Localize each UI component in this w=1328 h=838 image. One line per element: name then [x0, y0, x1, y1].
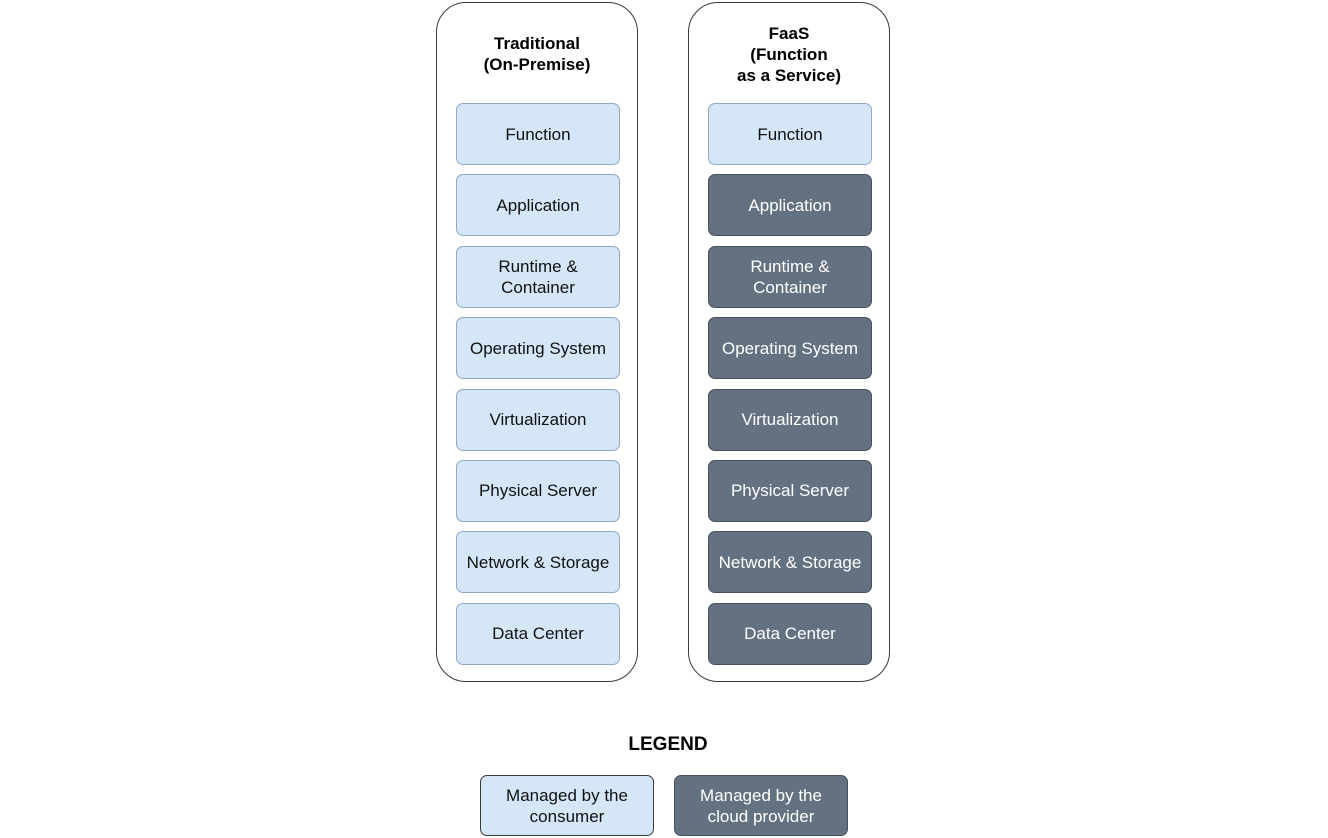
- traditional-layer-network-and-storage: Network & Storage: [456, 531, 620, 594]
- faas-column-title: FaaS (Function as a Service): [737, 24, 841, 85]
- legend-provider-swatch: Managed by the cloud provider: [674, 775, 848, 836]
- faas-layer-physical-server: Physical Server: [708, 459, 872, 522]
- faas-layer-application: Application: [708, 174, 872, 237]
- faas-layer-virtualization: Virtualization: [708, 388, 872, 451]
- traditional-layer-operating-system: Operating System: [456, 317, 620, 380]
- faas-layer-operating-system: Operating System: [708, 317, 872, 380]
- traditional-layer-application: Application: [456, 174, 620, 237]
- faas-layer-function: Function: [708, 103, 872, 165]
- legend-consumer-swatch: Managed by the consumer: [480, 775, 654, 836]
- faas-layer-runtime-and-container: Runtime & Container: [708, 245, 872, 308]
- traditional-layer-function: Function: [456, 103, 620, 165]
- traditional-layer-runtime-and-container: Runtime & Container: [456, 245, 620, 308]
- traditional-layer-virtualization: Virtualization: [456, 388, 620, 451]
- faas-layer-network-and-storage: Network & Storage: [708, 531, 872, 594]
- faas-layer-data-center: Data Center: [708, 602, 872, 665]
- traditional-layer-data-center: Data Center: [456, 602, 620, 665]
- traditional-layer-physical-server: Physical Server: [456, 459, 620, 522]
- legend-title: LEGEND: [628, 734, 708, 755]
- traditional-column-title: Traditional (On-Premise): [483, 34, 591, 74]
